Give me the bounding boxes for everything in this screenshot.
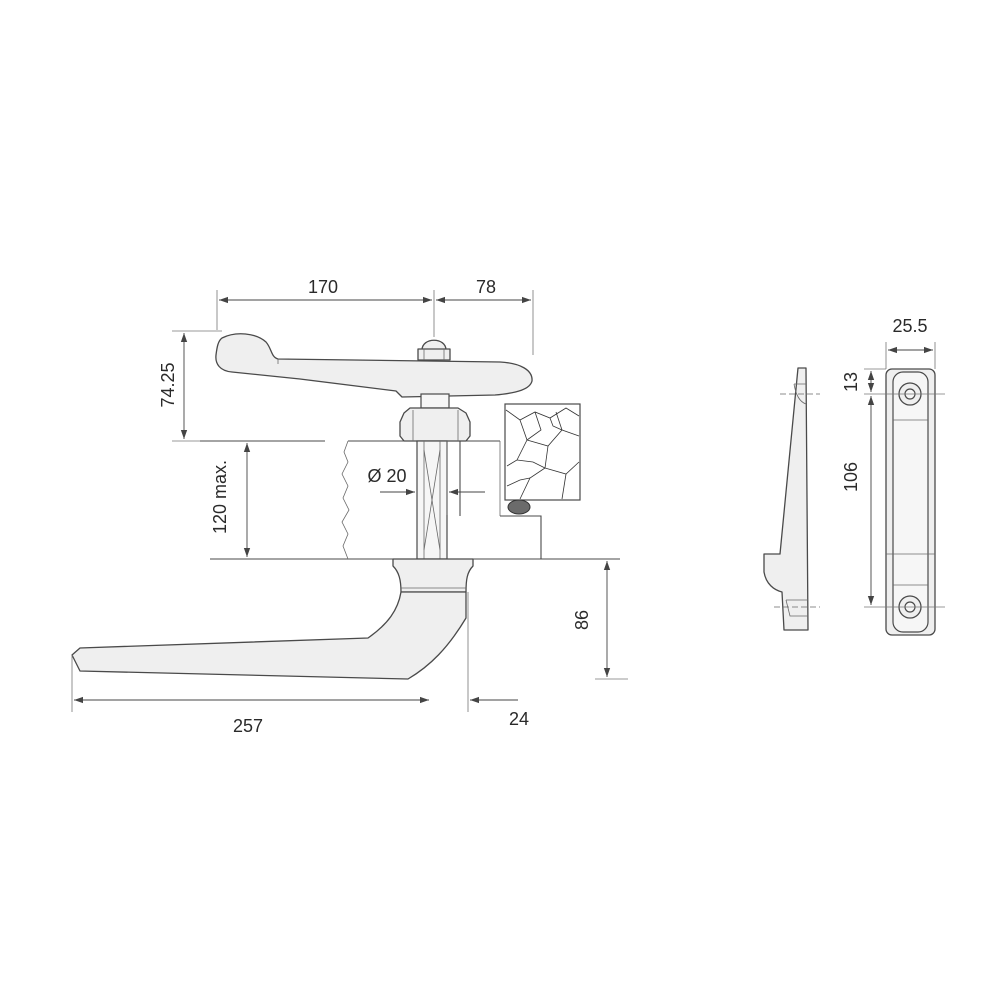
dimension-labels: 170 78 74.25 120 max. Ø 20 86 257 24 25.… (158, 277, 928, 736)
dim-label-78: 78 (476, 277, 496, 297)
door-break-line (341, 440, 350, 560)
lower-rosette (392, 558, 474, 593)
upper-handle-nut (417, 348, 451, 361)
extension-lines (71, 290, 936, 712)
upper-handle-neck (420, 393, 450, 409)
dim-label-24: 24 (509, 709, 529, 729)
dim-label-diameter-20: Ø 20 (367, 466, 406, 486)
dim-label-25-5: 25.5 (892, 316, 927, 336)
upper-rosette (399, 407, 471, 442)
dim-label-170: 170 (308, 277, 338, 297)
back-plate-side-view (763, 367, 820, 631)
lower-handle (71, 558, 474, 680)
spindle (416, 440, 448, 560)
dimension-lines (74, 296, 933, 704)
dim-label-74-25: 74.25 (158, 362, 178, 407)
seal-gasket (507, 499, 531, 515)
back-plate-front-view (864, 368, 945, 636)
dim-label-106: 106 (841, 462, 861, 492)
dim-label-86: 86 (572, 610, 592, 630)
keeper-block (504, 403, 581, 515)
upper-handle (215, 333, 533, 442)
dim-label-120-max: 120 max. (210, 460, 230, 534)
upper-handle-lever (215, 333, 533, 398)
dim-label-13: 13 (841, 372, 861, 392)
dim-label-257: 257 (233, 716, 263, 736)
frame-rebate (500, 515, 542, 559)
lower-handle-lever (71, 591, 467, 680)
